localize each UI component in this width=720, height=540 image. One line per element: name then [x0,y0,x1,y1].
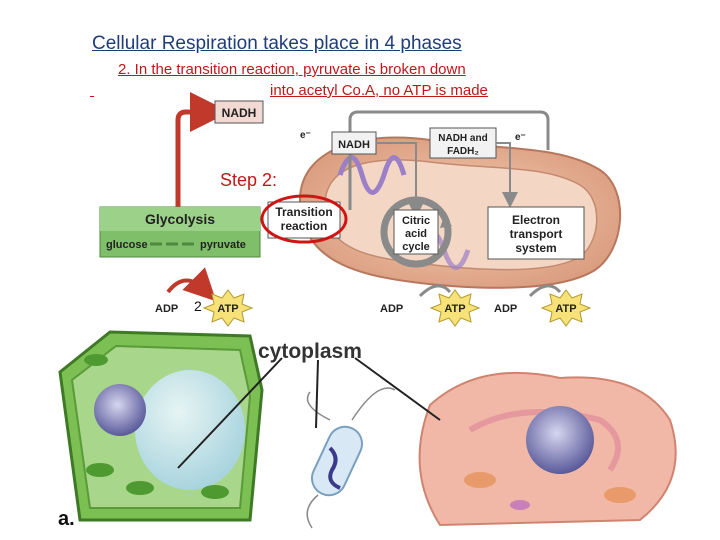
animal-cell [418,371,677,527]
figure-label: a. [58,508,75,530]
citric-line-3: cycle [402,241,430,253]
citric-line-1: Citric [402,215,430,227]
electron-label-1: e⁻ [300,130,311,141]
pyruvate-label: pyruvate [200,239,246,251]
adp-label-3: ADP [494,303,517,315]
atp-arrow-glycolysis [166,267,217,302]
atp-burst-3 [540,289,592,327]
ets-line-2: transport [510,227,563,241]
adp-label-1: ADP [155,303,178,315]
atp-burst-2 [429,289,481,327]
atp-label-2: ATP [444,303,465,315]
leader-plant [177,357,283,469]
glycolysis-header [100,207,260,231]
nadh-fadh-line-2: FADH₂ [447,146,479,157]
atp-arrow-citric [418,284,452,298]
adp-label-2: ADP [380,303,403,315]
nadh-to-citric-arrow [376,142,424,218]
atp-arrow-ets [528,284,562,298]
subtitle-line-2: into acetyl Co.A, no ATP is made [270,82,488,99]
fadh-to-ets-arrow [496,142,518,208]
citric-line-2: acid [405,228,427,240]
leader-bacterium [315,359,319,429]
ets-box [487,206,585,260]
slide-title: Cellular Respiration takes place in 4 ph… [92,33,462,54]
ets-line-1: Electron [512,213,560,227]
transition-line-2: reaction [281,219,328,233]
subtitle-line-1: 2. In the transition reaction, pyruvate … [118,61,466,78]
plant-cell [58,330,264,522]
citric-cycle-ring [380,196,452,268]
cytoplasm-label: cytoplasm [258,340,362,363]
atp-label-1: ATP [217,303,238,315]
nadh-top-label: NADH [222,106,257,120]
citric-box [393,209,439,255]
transition-line-1: Transition [275,205,332,219]
atp-label-3: ATP [555,303,576,315]
nadh-arrow [175,92,230,208]
bacterium [306,387,396,529]
nadh-top-box [214,100,264,124]
nadh-mid-label: NADH [338,139,370,151]
transition-box [267,201,341,239]
citric-cycle-arrowhead [440,216,452,228]
electron-label-2: e⁻ [515,132,526,143]
glycolysis-label: Glycolysis [145,211,215,227]
step-label: Step 2: [220,170,278,190]
atp-count: 2 [194,298,202,314]
nadh-fadh-line-1: NADH and [438,133,487,144]
electron-connector [348,110,550,210]
glucose-label: glucose [106,239,148,251]
ets-line-3: system [515,241,556,255]
leader-animal [354,357,441,421]
transition-highlight-circle [260,194,348,244]
atp-burst-1 [202,289,254,327]
